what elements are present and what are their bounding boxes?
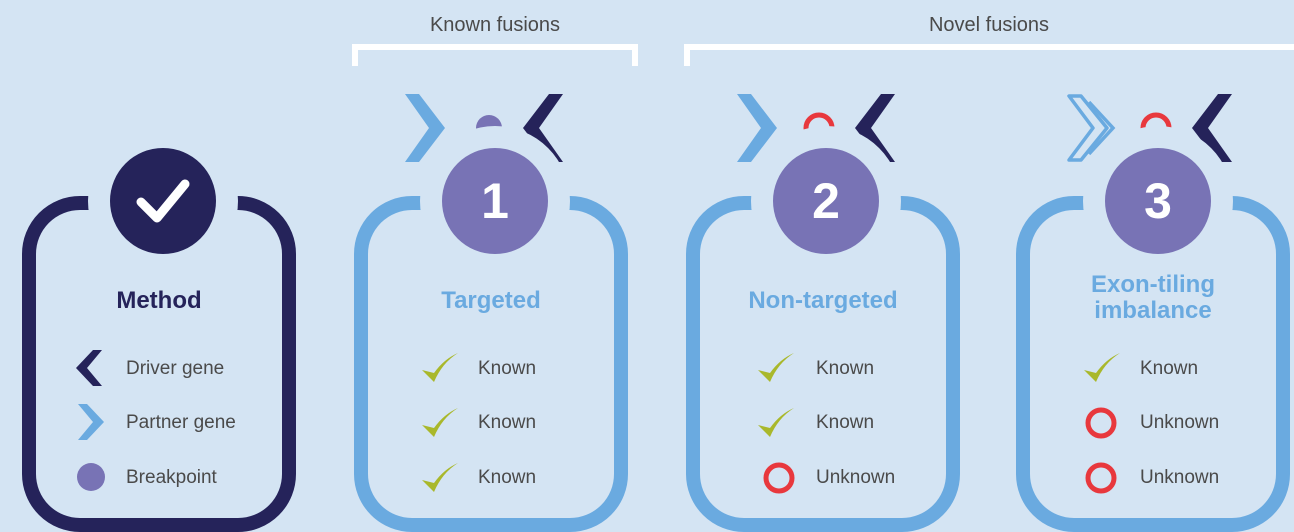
known-fusions-label: Known fusions xyxy=(429,14,561,36)
unknown-circle-icon xyxy=(1085,462,1117,494)
driver-gene-icon xyxy=(76,350,102,386)
breakpoint-icon xyxy=(77,463,105,491)
checkmark-icon xyxy=(136,179,190,223)
novel-fusions-label: Novel fusions xyxy=(928,14,1050,36)
result-label: Known xyxy=(478,358,537,379)
check-icon xyxy=(422,353,458,382)
fusion-diagram-non-targeted xyxy=(737,94,895,162)
check-icon xyxy=(422,463,458,492)
partner-gene-icon xyxy=(737,94,777,162)
result-label: Known xyxy=(816,412,875,433)
result-label: Unknown xyxy=(1140,467,1220,488)
result-label: Unknown xyxy=(816,467,896,488)
unknown-breakpoint-icon xyxy=(803,112,835,144)
partner-gene-icon xyxy=(405,94,445,162)
method-title: Targeted xyxy=(441,287,541,314)
fusion-diagram-targeted xyxy=(405,94,563,162)
check-icon xyxy=(422,408,458,437)
partner-gene-icon xyxy=(78,404,104,440)
method-number-badge: 2 xyxy=(773,148,879,254)
legend-breakpoint-label: Breakpoint xyxy=(126,467,217,488)
driver-gene-icon xyxy=(1192,94,1232,162)
unknown-circle-icon xyxy=(1085,407,1117,439)
check-icon xyxy=(758,353,794,382)
method-number-badge: 3 xyxy=(1105,148,1211,254)
legend-partner-label: Partner gene xyxy=(126,412,236,433)
method-title: Exon-tiling imbalance xyxy=(1091,271,1215,324)
known-fusions-bracket xyxy=(352,44,638,66)
method-title: Non-targeted xyxy=(748,287,898,314)
driver-gene-icon xyxy=(855,94,895,162)
novel-fusions-bracket xyxy=(684,44,1294,66)
driver-gene-icon xyxy=(523,94,563,162)
result-label: Known xyxy=(816,358,875,379)
legend-driver-label: Driver gene xyxy=(126,358,225,379)
checkmark-badge xyxy=(110,148,216,254)
partner-gene-outline-icon xyxy=(1067,94,1109,162)
legend-title: Method xyxy=(116,287,202,314)
unknown-breakpoint-icon xyxy=(1140,112,1172,144)
result-label: Known xyxy=(1140,358,1199,379)
check-icon xyxy=(1084,353,1120,382)
unknown-circle-icon xyxy=(763,462,795,494)
result-label: Unknown xyxy=(1140,412,1220,433)
check-icon xyxy=(758,408,794,437)
fusion-diagram-exon-tiling xyxy=(1067,94,1232,162)
breakpoint-icon xyxy=(476,115,502,141)
result-label: Known xyxy=(478,467,537,488)
result-label: Known xyxy=(478,412,537,433)
method-panel-exon-tiling xyxy=(1016,196,1290,532)
method-number-badge: 1 xyxy=(442,148,548,254)
